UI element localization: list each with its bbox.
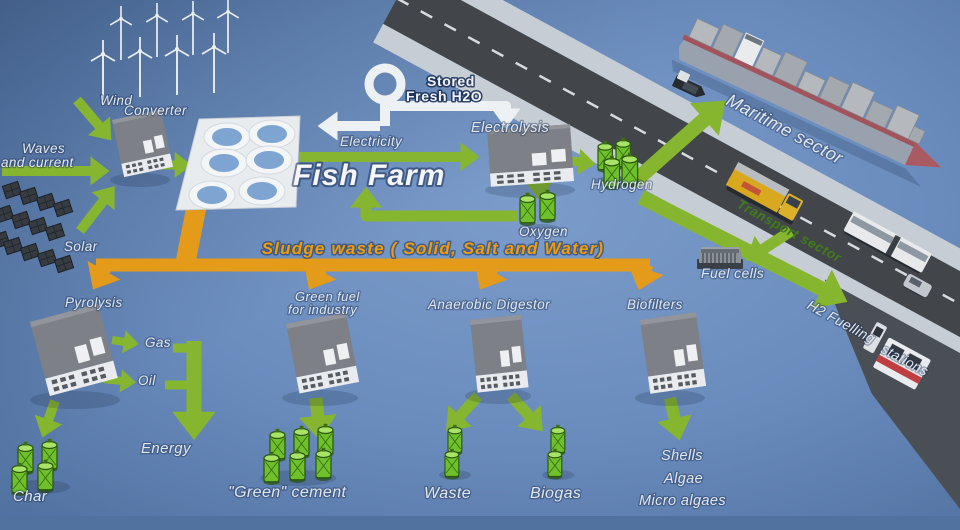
stored-water-piping bbox=[317, 63, 521, 141]
h2-dispenser bbox=[863, 322, 931, 390]
wind-arrow bbox=[73, 96, 112, 141]
greenfuel-output-arrow bbox=[299, 397, 337, 441]
digestor-waste-arrow bbox=[446, 392, 483, 432]
oxygen-to-farm-arrow bbox=[350, 186, 517, 222]
stored-water-label-line1: Stored bbox=[427, 73, 475, 89]
converter-label: Converter bbox=[124, 103, 187, 118]
waste-label: Waste bbox=[424, 485, 471, 502]
sludge-to-digestor bbox=[474, 260, 508, 290]
electricity-label: Electricity bbox=[340, 134, 403, 149]
waves-label-line2: and current bbox=[1, 155, 75, 170]
sludge-flow-arrows bbox=[87, 202, 664, 291]
waves-label-line1: Waves bbox=[22, 141, 65, 156]
fish-pens bbox=[188, 119, 296, 210]
fuel-cells-label: Fuel cells bbox=[701, 265, 764, 281]
car bbox=[903, 274, 932, 299]
bus bbox=[844, 211, 932, 274]
electrolysis-to-hydrogen-arrow bbox=[571, 148, 596, 175]
char-label: Char bbox=[13, 488, 48, 505]
gas-label: Gas bbox=[145, 335, 171, 350]
sludge-to-biofilters bbox=[627, 262, 664, 291]
pyrolysis-char-arrow bbox=[34, 399, 63, 438]
sludge-banner: Sludge waste ( Solid, Salt and Water) bbox=[262, 239, 605, 258]
cement-barrels bbox=[262, 423, 335, 486]
greenfuel-label-line2: for industry bbox=[288, 302, 358, 317]
anaerobic-digestor-label: Anaerobic Digestor bbox=[427, 297, 550, 312]
biofilters-building bbox=[640, 312, 707, 394]
oil-label: Oil bbox=[138, 373, 156, 388]
pyrolysis-label: Pyrolysis bbox=[65, 295, 123, 310]
hydrogen-to-maritime-arrow bbox=[628, 100, 726, 189]
fuel-cell-stack bbox=[697, 247, 743, 269]
to-fuel-cells-arrow bbox=[745, 226, 795, 263]
solar-label: Solar bbox=[64, 239, 98, 254]
container-ship bbox=[671, 18, 942, 187]
greenfuel-label-line1: Green fuel bbox=[295, 289, 360, 304]
sludge-to-greenfuel bbox=[303, 260, 337, 290]
fish-farm-platform bbox=[175, 115, 301, 211]
digestor-biogas-arrow bbox=[506, 392, 543, 432]
hydrogen-to-fuelling-arrow bbox=[637, 190, 848, 309]
biofilters-output-arrow bbox=[657, 396, 692, 441]
algae-label: Algae bbox=[663, 471, 703, 487]
fish-farm-title: Fish Farm bbox=[293, 159, 445, 192]
wind-label: Wind bbox=[100, 93, 132, 108]
tugboat bbox=[671, 70, 706, 98]
energy-label: Energy bbox=[141, 440, 192, 457]
road-shoulder-upper bbox=[410, 0, 960, 403]
solar-arrow bbox=[76, 186, 115, 235]
electrolysis-label: Electrolysis bbox=[471, 120, 549, 136]
biofilters-label: Biofilters bbox=[627, 297, 683, 312]
sludge-pipe bbox=[176, 202, 207, 262]
water-to-electrolysis-arrow bbox=[385, 101, 521, 129]
digestor-building bbox=[470, 314, 529, 393]
shells-label: Shells bbox=[661, 448, 703, 464]
stored-water-label-line2: Fresh H2O bbox=[406, 88, 482, 104]
oxygen-label: Oxygen bbox=[519, 224, 568, 239]
truck bbox=[725, 162, 803, 225]
hydrogen-label: Hydrogen bbox=[591, 177, 653, 192]
biogas-label: Biogas bbox=[530, 485, 581, 502]
green-cement-label: "Green" cement bbox=[228, 484, 346, 501]
sludge-to-pyrolysis bbox=[87, 260, 121, 290]
pyrolysis-gas-arrow bbox=[111, 330, 139, 354]
micro-algaes-label: Micro algaes bbox=[639, 493, 726, 509]
